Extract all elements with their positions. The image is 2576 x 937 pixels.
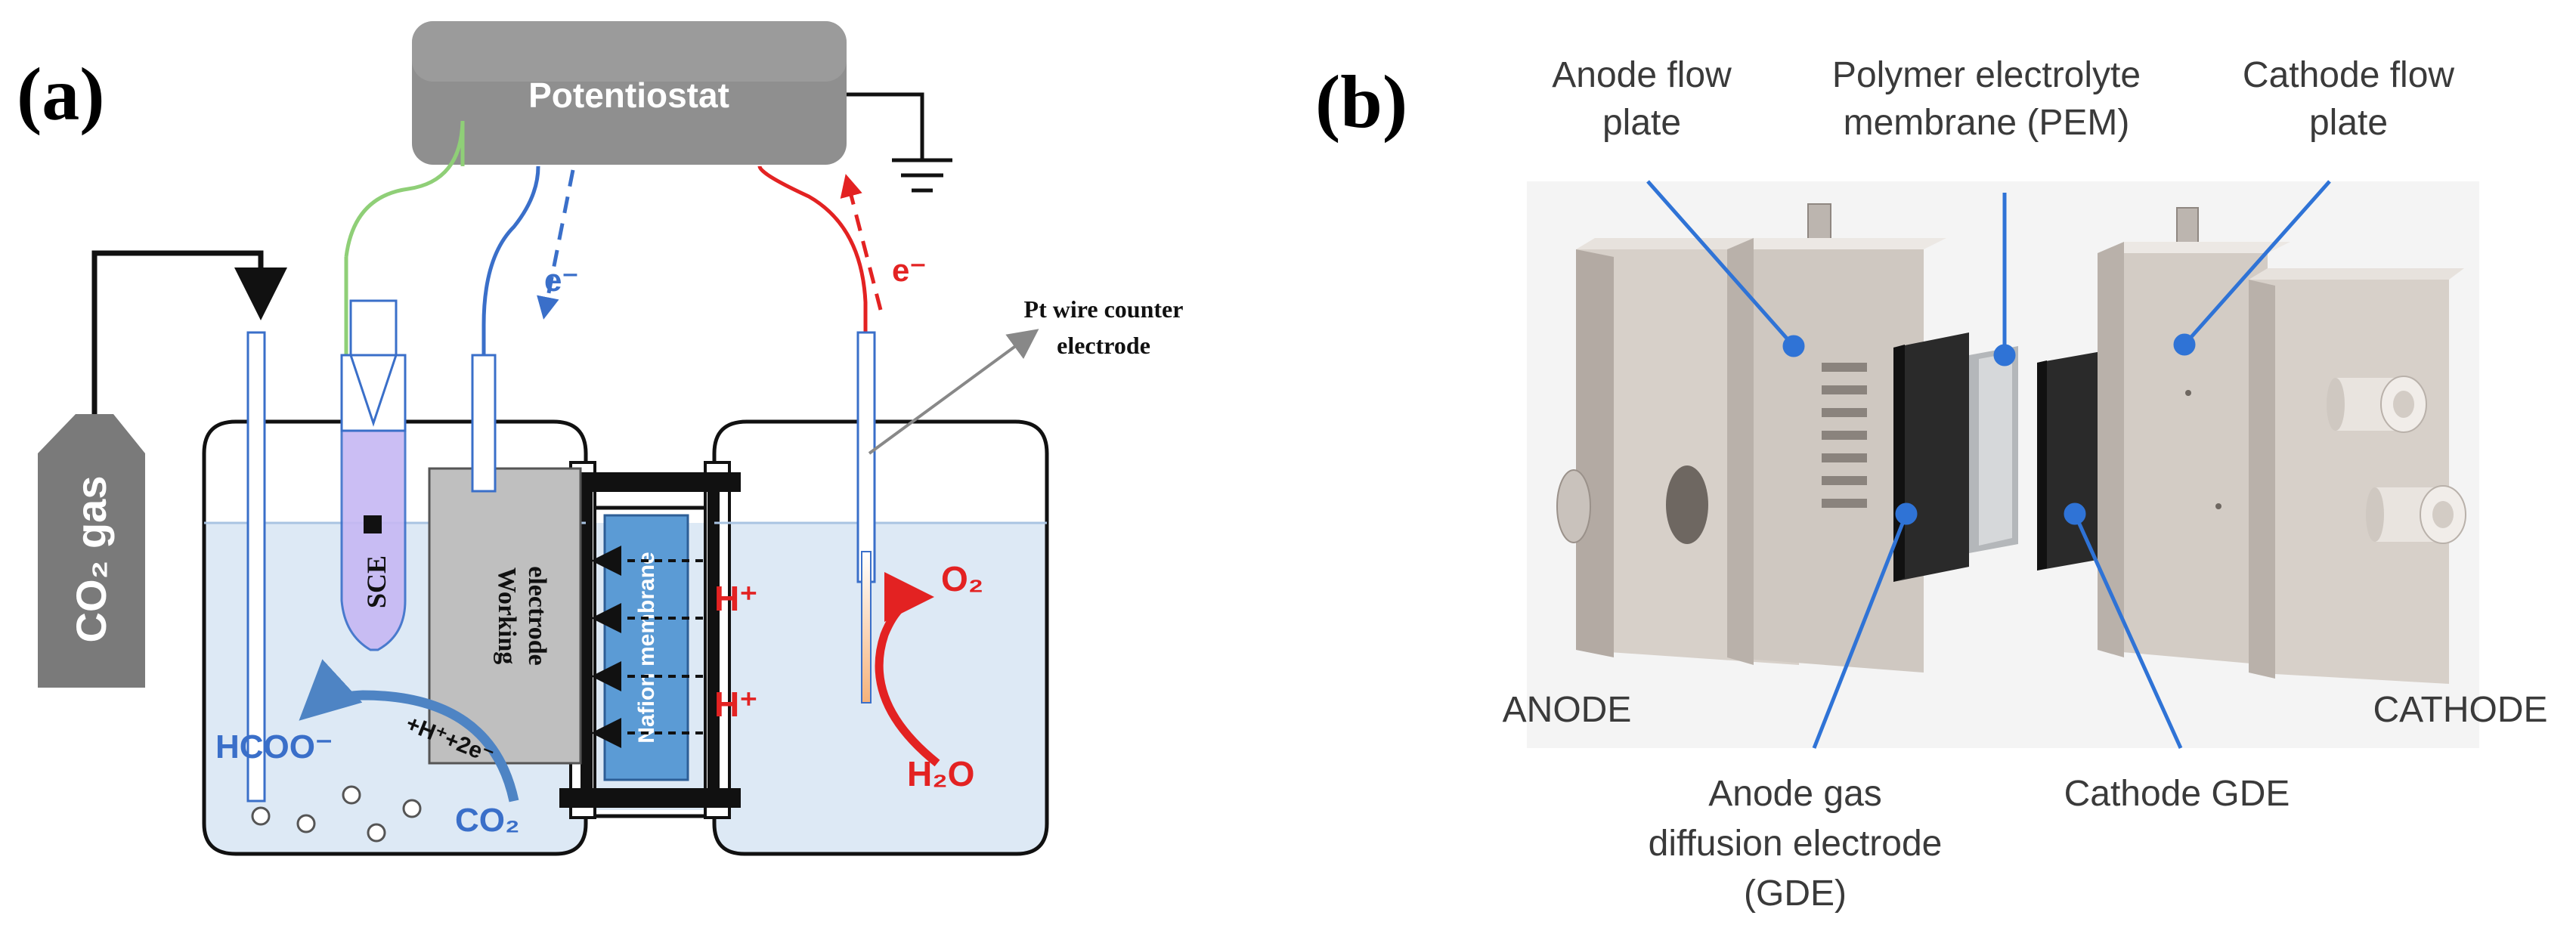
- working-electrode: Working electrode: [428, 354, 582, 765]
- o2-label: O₂: [941, 559, 983, 598]
- co2-gas-cylinder: CO₂ gas: [38, 414, 145, 688]
- panel-a: (a) Potentiostat CO₂ gas: [17, 21, 1184, 856]
- potentiostat: Potentiostat: [412, 21, 847, 165]
- anode-gde: [1893, 332, 1969, 582]
- co2-gas-label: CO₂ gas: [67, 476, 115, 643]
- electron-arrow-anode: [840, 174, 883, 311]
- gas-feed-line: [91, 250, 287, 414]
- working-electrode-label-1: Working: [493, 567, 521, 664]
- working-electrode-label-2: electrode: [523, 566, 551, 666]
- panel-b: (b): [1315, 55, 2548, 914]
- cathode-ports: [2327, 376, 2466, 544]
- cathode-gde-label: Cathode GDE: [2064, 774, 2290, 814]
- electron-label-anode: e⁻: [892, 252, 927, 288]
- cathode-gde: [2037, 351, 2101, 571]
- sce-label: SCE: [361, 555, 392, 608]
- panel-a-label: (a): [17, 52, 105, 136]
- anode-flow-plate-label-2: plate: [1602, 103, 1681, 143]
- cathode-label: CATHODE: [2373, 690, 2547, 730]
- gas-sparger-tube: [246, 331, 266, 802]
- oxidation-arrow: [875, 572, 940, 767]
- co2-label: CO₂: [455, 802, 520, 839]
- blue-wire: [481, 165, 540, 355]
- electron-arrow-cathode: [537, 169, 575, 320]
- pem: [1969, 346, 2018, 553]
- sce-reference-electrode: SCE: [340, 120, 465, 651]
- ground-symbol: [847, 92, 952, 193]
- flow-channels: [1822, 363, 1867, 508]
- panel-b-labels: Anode flow plate Polymer electrolyte mem…: [1503, 55, 2548, 914]
- h2o-label: H₂O: [907, 754, 974, 793]
- nafion-label: Nafion membrane: [634, 552, 659, 743]
- pt-label-2: electrode: [1057, 332, 1150, 359]
- proton-flux: [591, 546, 703, 748]
- proton-label-1: H⁺: [714, 579, 758, 618]
- potentiostat-label: Potentiostat: [528, 76, 729, 115]
- membrane-clamp: Nafion membrane: [559, 461, 741, 819]
- cathode-flow-plate-label-2: plate: [2309, 103, 2388, 143]
- cathode-end-plate: [2249, 268, 2466, 684]
- pt-label-1: Pt wire counter: [1024, 295, 1184, 323]
- cathode-flow-plate-label-1: Cathode flow: [2243, 55, 2455, 95]
- anode-gde-label-1: Anode gas: [1708, 774, 1882, 814]
- anode-label: ANODE: [1503, 690, 1632, 730]
- pt-counter-electrode: Pt wire counter electrode: [856, 295, 1184, 704]
- anode-gde-label-2: diffusion electrode: [1649, 824, 1943, 864]
- formate-label: HCOO⁻: [215, 728, 333, 765]
- cathode-flow-plate: [2098, 207, 2290, 665]
- pem-label-1: Polymer electrolyte: [1832, 55, 2141, 95]
- anode-flow-plate-label-1: Anode flow: [1552, 55, 1732, 95]
- green-wire: [344, 120, 465, 258]
- reduction-arrow: [299, 659, 519, 802]
- gas-bubbles: [251, 785, 422, 843]
- proton-label-2: H⁺: [714, 685, 758, 724]
- panel-b-label: (b): [1315, 60, 1407, 144]
- anode-gde-label-3: (GDE): [1744, 874, 1847, 914]
- pem-label-2: membrane (PEM): [1844, 103, 2130, 143]
- electron-label-cathode: e⁻: [544, 262, 579, 298]
- leader-lines: [1646, 180, 2331, 750]
- anode-flow-plate: [1727, 203, 1946, 673]
- red-wire: [757, 165, 868, 332]
